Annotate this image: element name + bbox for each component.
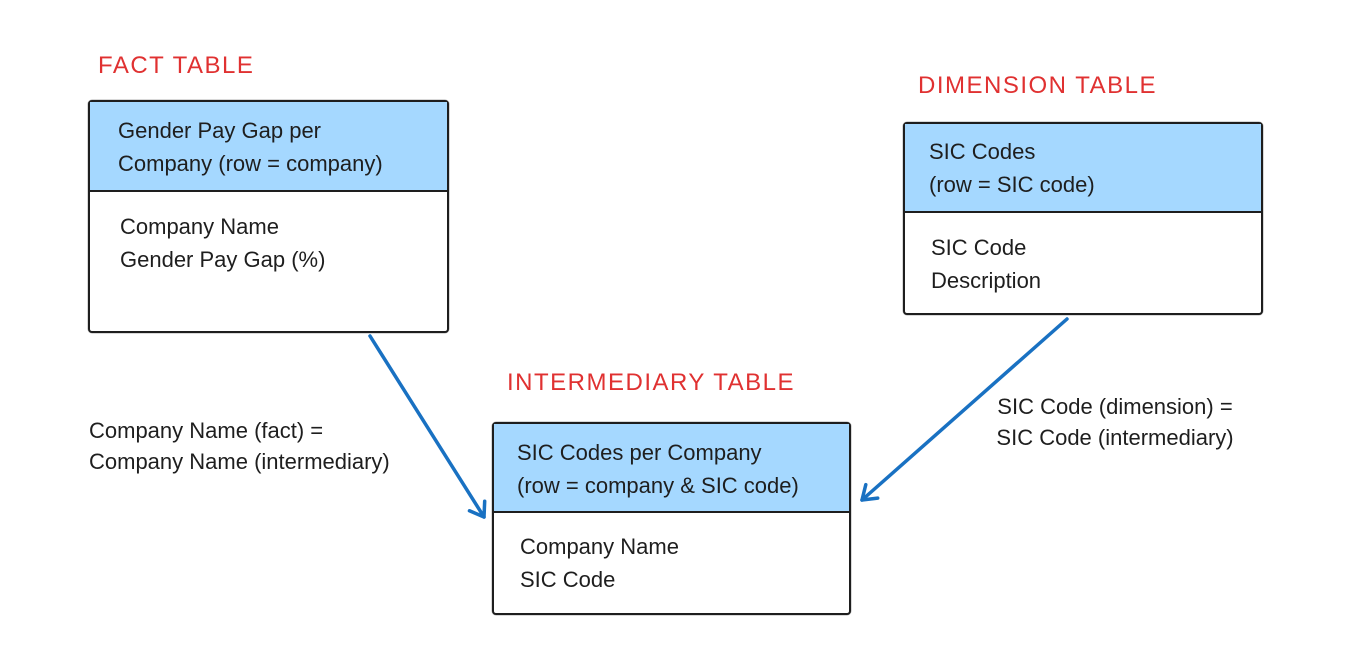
intermediary-table-field: Company Name <box>520 534 679 559</box>
intermediary-table-label: INTERMEDIARY TABLE <box>507 369 795 396</box>
dimension-table-label: DIMENSION TABLE <box>918 72 1157 99</box>
join-condition-dimension-intermediary: SIC Code (dimension) = SIC Code (interme… <box>996 394 1234 450</box>
fact-table-fields: Company Name Gender Pay Gap (%) <box>90 192 447 276</box>
fact-table-box: Gender Pay Gap per Company (row = compan… <box>88 100 449 333</box>
intermediary-table-field: SIC Code <box>520 567 616 592</box>
fact-table-field: Gender Pay Gap (%) <box>120 247 326 272</box>
intermediary-table-title: SIC Codes per Company (row = company & S… <box>494 424 849 513</box>
intermediary-table-fields: Company Name SIC Code <box>494 513 849 596</box>
intermediary-table-box: SIC Codes per Company (row = company & S… <box>492 422 851 615</box>
fact-table-field: Company Name <box>120 214 279 239</box>
fact-table-label: FACT TABLE <box>98 52 255 79</box>
dimension-table-box: SIC Codes (row = SIC code) SIC Code Desc… <box>903 122 1263 315</box>
dimension-table-fields: SIC Code Description <box>905 213 1261 297</box>
dimension-table-title: SIC Codes (row = SIC code) <box>905 124 1261 213</box>
join-condition-fact-intermediary: Company Name (fact) = Company Name (inte… <box>89 418 390 474</box>
dimension-table-field: SIC Code <box>931 235 1027 260</box>
fact-table-title: Gender Pay Gap per Company (row = compan… <box>90 102 447 192</box>
dimension-table-field: Description <box>931 268 1042 293</box>
